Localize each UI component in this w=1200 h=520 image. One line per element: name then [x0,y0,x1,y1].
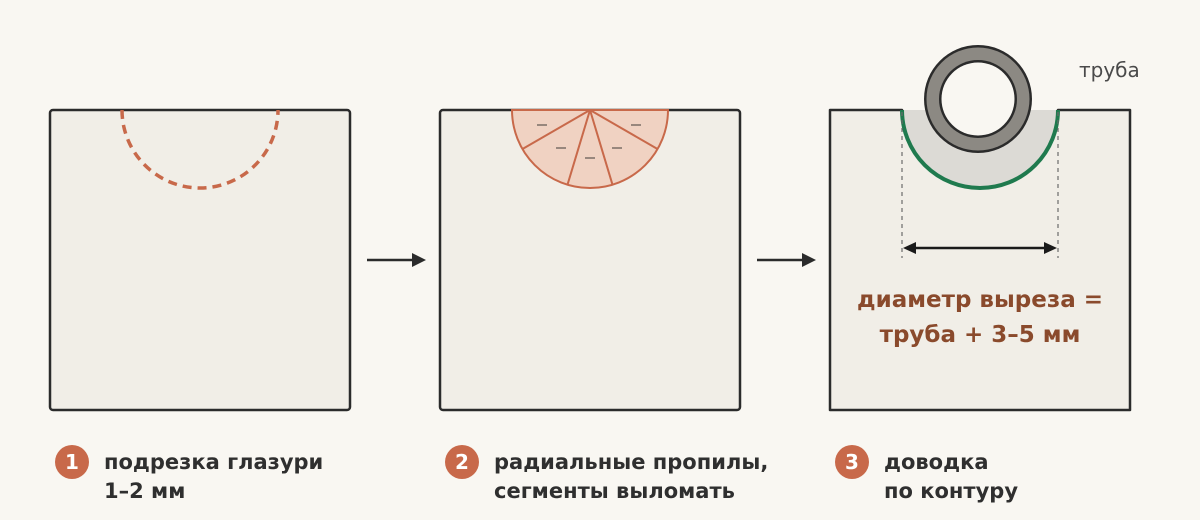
pipe-label: труба [1079,58,1140,82]
step-caption-line-1: радиальные пропилы, [494,450,768,474]
step-caption-line-2: по контуру [884,479,1018,503]
step-caption-line-1: подрезка глазури [104,450,323,474]
pipe [924,45,1032,153]
step-caption-line-2: сегменты выломать [494,479,735,503]
step-1-caption: 1 подрезка глазури 1–2 мм [55,445,323,503]
step-badge-number: 1 [65,450,79,474]
step-3-panel: труба диаметр выреза = труба + 3–5 мм [828,45,1140,412]
step-caption-line-1: доводка [884,450,989,474]
step-caption-line-2: 1–2 мм [104,479,185,503]
step-badge [445,445,479,479]
step-badge-number: 2 [455,450,469,474]
step-1-panel [48,108,352,412]
diameter-dimension-arrow [903,242,1057,254]
step-2-caption: 2 радиальные пропилы, сегменты выломать [445,445,768,503]
step-badge [55,445,89,479]
segment-marks [537,124,641,159]
arrow-right-icon [757,253,816,267]
glaze-score-cut-line [120,109,280,190]
step-2-panel [438,108,742,412]
half-circle-segments [510,109,670,189]
step-badge-number: 3 [845,450,859,474]
radial-cut-lines [521,109,659,185]
finished-contour [900,109,1060,190]
tile-1 [48,108,352,412]
formula-line-2: труба + 3–5 мм [880,322,1081,348]
arrow-right-icon [367,253,426,267]
step-3-caption: 3 доводка по контуру [835,445,1018,503]
step-badge [835,445,869,479]
formula-line-1: диаметр выреза = [857,287,1103,313]
